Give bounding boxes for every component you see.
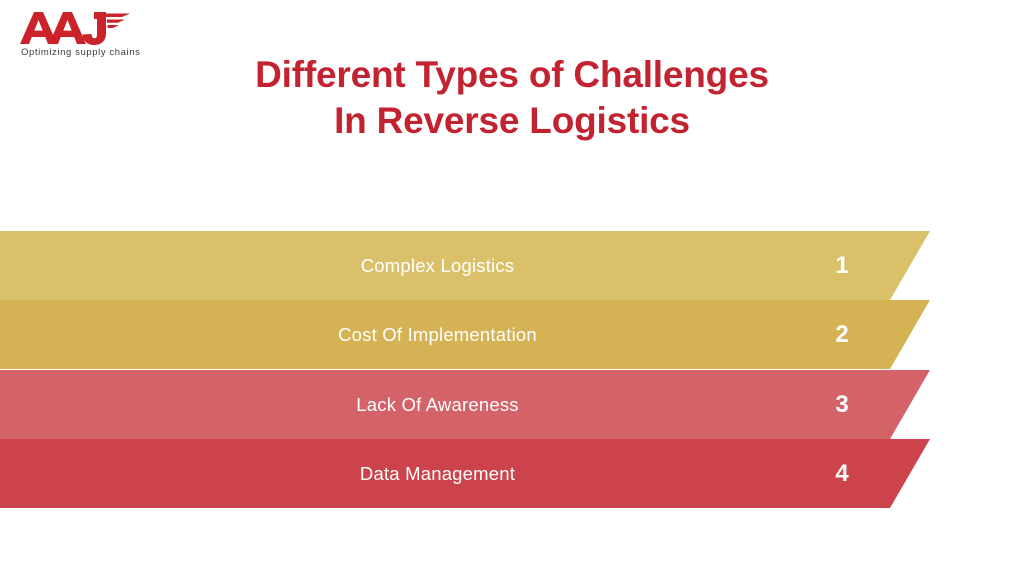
brand-tagline: Optimizing supply chains (21, 47, 141, 58)
challenge-band[interactable]: Complex Logistics 1 (0, 231, 930, 300)
aaj-logo-icon (20, 12, 130, 45)
brand-logo: Optimizing supply chains (10, 8, 150, 60)
challenge-band[interactable]: Cost Of Implementation 2 (0, 300, 930, 369)
band-label: Cost Of Implementation (338, 323, 537, 345)
band-label: Data Management (359, 462, 516, 484)
band-label: Lack Of Awareness (356, 393, 519, 415)
page-title-line-2: In Reverse Logistics (334, 100, 690, 141)
band-number: 3 (835, 390, 849, 418)
band-number: 1 (835, 251, 849, 279)
challenge-band[interactable]: Lack Of Awareness 3 (0, 370, 930, 439)
band-label: Complex Logistics (360, 254, 515, 276)
band-number: 2 (835, 320, 849, 348)
band-shape (0, 370, 930, 439)
challenge-band-list: Complex Logistics 1 Cost Of Implementati… (0, 231, 1024, 509)
band-shape (0, 231, 930, 300)
band-shape (0, 300, 930, 369)
challenge-band[interactable]: Data Management 4 (0, 439, 930, 508)
page-title-line-1: Different Types of Challenges (255, 54, 769, 95)
band-shape (0, 439, 930, 508)
page-title: Different Types of Challenges In Reverse… (0, 52, 1024, 144)
band-number: 4 (835, 459, 849, 487)
